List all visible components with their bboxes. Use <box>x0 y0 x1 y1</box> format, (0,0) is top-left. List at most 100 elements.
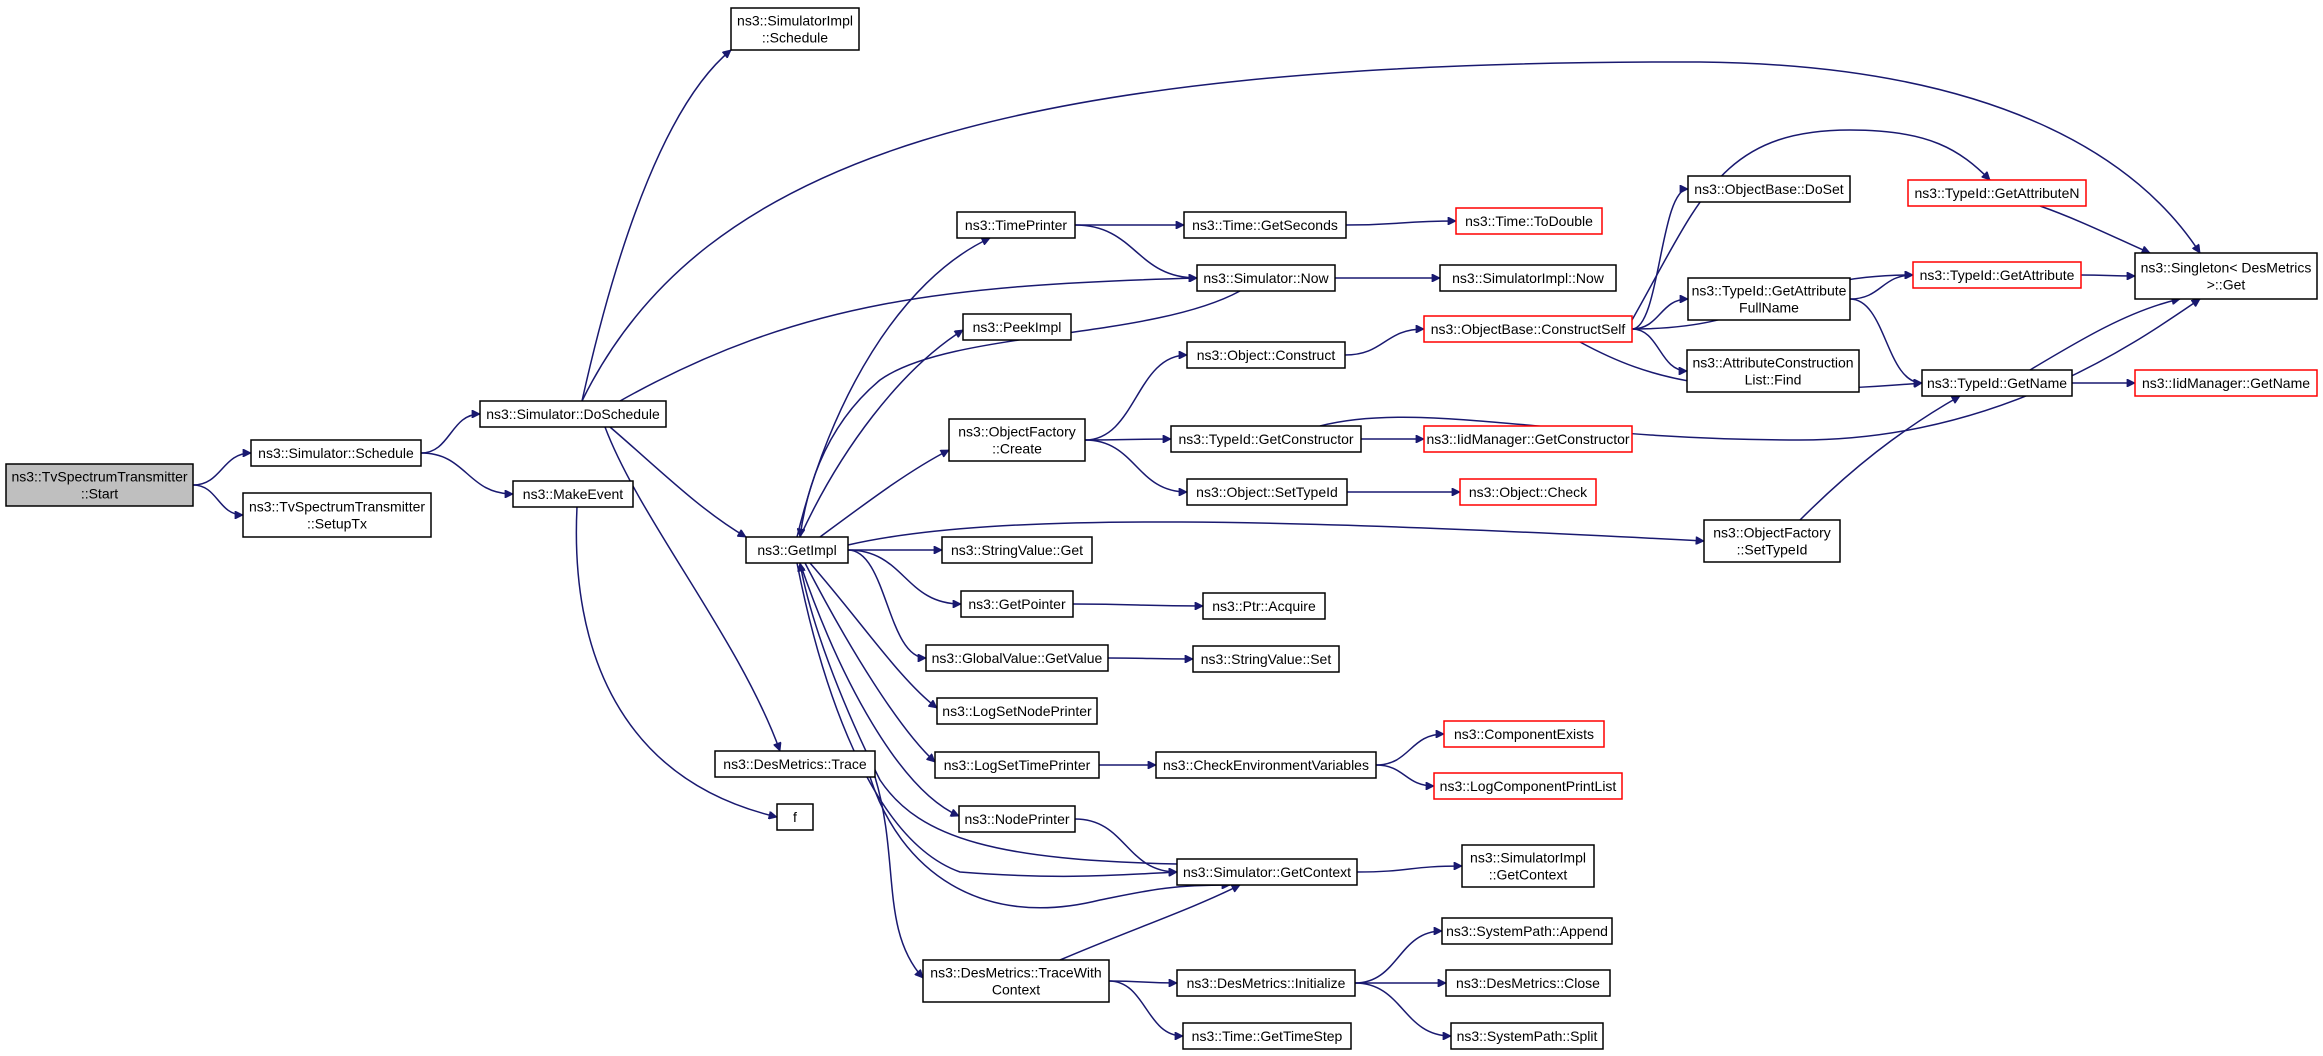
node-singleton_get[interactable]: ns3::Singleton< DesMetrics >::Get <box>2134 252 2318 300</box>
edge-doschedule-to-singleton_get <box>581 61 2201 402</box>
edge-typeid_getattribute-to-singleton_get <box>2080 275 2135 276</box>
edge-nodeprinter-to-sim_getcontext <box>1074 818 1177 872</box>
node-box <box>934 751 1100 779</box>
node-logsetnodeprinter[interactable]: ns3::LogSetNodePrinter <box>936 697 1098 725</box>
node-label: ns3::DesMetrics::Trace <box>723 756 867 772</box>
node-stringvalue_set[interactable]: ns3::StringValue::Set <box>1192 645 1340 673</box>
node-label: ns3::Object::SetTypeId <box>1196 484 1338 500</box>
node-doschedule[interactable]: ns3::Simulator::DoSchedule <box>479 400 667 428</box>
node-stringvalue_get[interactable]: ns3::StringValue::Get <box>941 536 1093 564</box>
edge-makeevent-to-f <box>575 506 777 817</box>
edge-getimpl-to-sim_getcontext <box>796 562 1177 878</box>
node-iidmanager_getconstructor[interactable]: ns3::IidManager::GetConstructor <box>1423 425 1633 453</box>
node-timeprinter[interactable]: ns3::TimePrinter <box>956 211 1076 239</box>
node-label: ::Schedule <box>762 30 828 46</box>
node-box <box>1459 478 1597 506</box>
node-label: ns3::SystemPath::Append <box>1446 923 1608 939</box>
node-logsettimeprinter[interactable]: ns3::LogSetTimePrinter <box>934 751 1100 779</box>
edge-constructself-to-objectbase_doset <box>1631 189 1688 330</box>
node-start[interactable]: ns3::TvSpectrumTransmitter::Start <box>5 463 194 507</box>
node-box <box>1450 1022 1604 1050</box>
node-time_getseconds[interactable]: ns3::Time::GetSeconds <box>1183 211 1347 239</box>
node-box <box>1441 917 1613 945</box>
node-box <box>2134 252 2318 300</box>
node-peekimpl[interactable]: ns3::PeekImpl <box>962 313 1072 341</box>
node-label: ns3::TypeId::GetConstructor <box>1178 431 1353 447</box>
node-box <box>958 805 1076 833</box>
node-box <box>745 536 849 564</box>
node-label: List::Find <box>1745 372 1802 388</box>
node-ptr_acquire[interactable]: ns3::Ptr::Acquire <box>1202 592 1326 620</box>
node-box <box>1687 277 1851 321</box>
node-object_construct[interactable]: ns3::Object::Construct <box>1186 341 1346 369</box>
node-typeid_getattribute[interactable]: ns3::TypeId::GetAttribute <box>1912 261 2082 289</box>
node-box <box>1196 264 1336 292</box>
node-typeid_getconstructor[interactable]: ns3::TypeId::GetConstructor <box>1170 425 1362 453</box>
node-label: f <box>793 809 797 825</box>
node-desmetrics_trace[interactable]: ns3::DesMetrics::Trace <box>714 750 876 778</box>
node-box <box>479 400 667 428</box>
node-box <box>512 480 634 508</box>
node-label: ns3::TimePrinter <box>965 217 1068 233</box>
node-object_settypeid[interactable]: ns3::Object::SetTypeId <box>1186 478 1348 506</box>
node-iidmanager_getname[interactable]: ns3::IidManager::GetName <box>2134 369 2318 397</box>
node-box <box>1183 211 1347 239</box>
node-getpointer[interactable]: ns3::GetPointer <box>960 590 1074 618</box>
node-time_gettimestep[interactable]: ns3::Time::GetTimeStep <box>1182 1022 1352 1050</box>
edge-tracewithcontext-to-sim_getcontext <box>1059 884 1240 961</box>
node-typeid_getattributen[interactable]: ns3::TypeId::GetAttributeN <box>1907 179 2087 207</box>
node-getimpl[interactable]: ns3::GetImpl <box>745 536 849 564</box>
node-f[interactable]: f <box>776 803 814 831</box>
node-box <box>1907 179 2087 207</box>
node-simulator_now[interactable]: ns3::Simulator::Now <box>1196 264 1336 292</box>
node-box <box>925 644 1109 672</box>
node-systempath_split[interactable]: ns3::SystemPath::Split <box>1450 1022 1604 1050</box>
node-label: ns3::NodePrinter <box>964 811 1069 827</box>
node-typeid_getname[interactable]: ns3::TypeId::GetName <box>1921 369 2073 397</box>
node-box <box>1687 175 1851 203</box>
edge-tracewithcontext-to-time_gettimestep <box>1108 980 1183 1036</box>
node-makeevent[interactable]: ns3::MakeEvent <box>512 480 634 508</box>
node-simimpl_getcontext[interactable]: ns3::SimulatorImpl::GetContext <box>1461 844 1595 888</box>
node-label: ns3::MakeEvent <box>523 486 623 502</box>
node-label: ns3::SimulatorImpl::Now <box>1452 270 1605 286</box>
node-nodeprinter[interactable]: ns3::NodePrinter <box>958 805 1076 833</box>
edge-objfactory_settypeid-to-typeid_getname <box>1799 395 1960 521</box>
node-label: ns3::PeekImpl <box>973 319 1062 335</box>
node-simimpl_schedule[interactable]: ns3::SimulatorImpl::Schedule <box>730 7 860 51</box>
node-checkenv[interactable]: ns3::CheckEnvironmentVariables <box>1155 751 1377 779</box>
node-objfactory_settypeid[interactable]: ns3::ObjectFactory::SetTypeId <box>1703 519 1841 563</box>
node-box <box>1182 1022 1352 1050</box>
node-systempath_append[interactable]: ns3::SystemPath::Append <box>1441 917 1613 945</box>
edge-getimpl-to-logsettimeprinter <box>804 562 935 762</box>
node-setuptx[interactable]: ns3::TvSpectrumTransmitter::SetupTx <box>242 492 432 538</box>
node-logcomponentprintlist[interactable]: ns3::LogComponentPrintList <box>1433 772 1623 800</box>
node-box <box>1423 315 1633 343</box>
node-constructself[interactable]: ns3::ObjectBase::ConstructSelf <box>1423 315 1633 343</box>
node-desmetrics_close[interactable]: ns3::DesMetrics::Close <box>1445 969 1611 997</box>
node-objfactory_create[interactable]: ns3::ObjectFactory::Create <box>948 418 1086 462</box>
edge-typeid_getattributefullname-to-typeid_getattribute <box>1849 275 1913 300</box>
node-box <box>1703 519 1841 563</box>
node-objectbase_doset[interactable]: ns3::ObjectBase::DoSet <box>1687 175 1851 203</box>
node-simimpl_now[interactable]: ns3::SimulatorImpl::Now <box>1439 264 1617 292</box>
node-box <box>1170 425 1362 453</box>
edge-checkenv-to-logcomponentprintlist <box>1375 764 1434 786</box>
node-globalvalue_getvalue[interactable]: ns3::GlobalValue::GetValue <box>925 644 1109 672</box>
node-object_check[interactable]: ns3::Object::Check <box>1459 478 1597 506</box>
node-label: ns3::SystemPath::Split <box>1457 1028 1598 1044</box>
node-label: ns3::GetImpl <box>757 542 836 558</box>
node-componentexists[interactable]: ns3::ComponentExists <box>1443 720 1605 748</box>
node-sim_getcontext[interactable]: ns3::Simulator::GetContext <box>1176 858 1358 886</box>
node-desmetrics_initialize[interactable]: ns3::DesMetrics::Initialize <box>1176 969 1356 997</box>
node-label: ns3::SimulatorImpl <box>737 13 853 29</box>
node-time_todouble[interactable]: ns3::Time::ToDouble <box>1455 207 1603 235</box>
node-box <box>714 750 876 778</box>
node-box <box>776 803 814 831</box>
node-label: ns3::Time::GetSeconds <box>1192 217 1338 233</box>
node-schedule[interactable]: ns3::Simulator::Schedule <box>250 439 422 467</box>
node-label: ns3::ObjectFactory <box>958 424 1076 440</box>
